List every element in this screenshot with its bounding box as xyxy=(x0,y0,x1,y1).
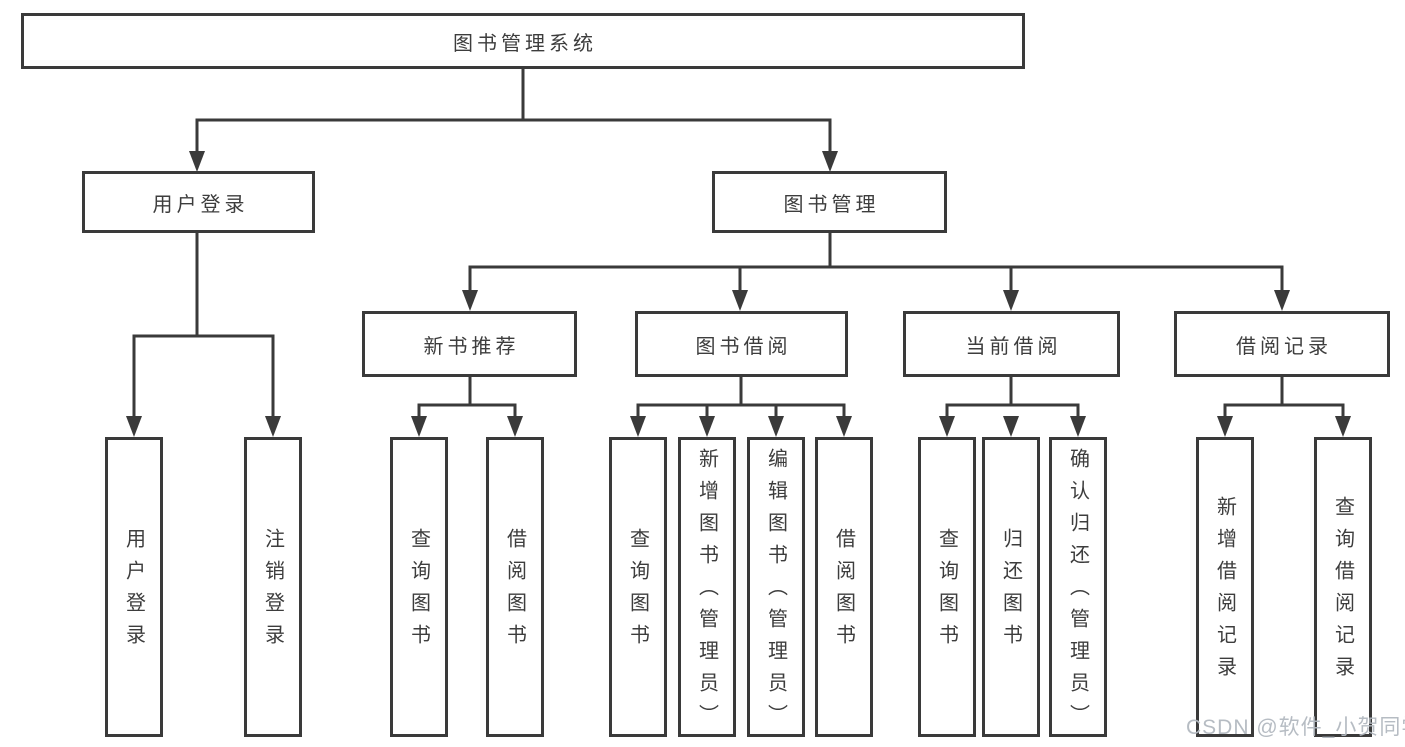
leaf-return-books: 归还图书 xyxy=(982,437,1040,737)
node-system-root: 图书管理系统 xyxy=(21,13,1025,69)
leaf-label: 查询图书 xyxy=(626,528,649,656)
leaf-query-borrow-record: 查询借阅记录 xyxy=(1314,437,1372,737)
node-current-borrow: 当前借阅 xyxy=(903,311,1120,377)
node-label: 用户登录 xyxy=(152,193,249,216)
leaf-label: 编辑图书（管理员） xyxy=(764,448,787,736)
leaf-label: 查询借阅记录 xyxy=(1331,496,1354,688)
node-user-login: 用户登录 xyxy=(82,171,315,233)
leaf-user-login: 用户登录 xyxy=(105,437,163,737)
leaf-add-borrow-record: 新增借阅记录 xyxy=(1196,437,1254,737)
node-borrow-records: 借阅记录 xyxy=(1174,311,1390,377)
leaf-label: 查询图书 xyxy=(407,528,430,656)
leaf-label: 借阅图书 xyxy=(832,528,855,656)
node-label: 图书管理系统 xyxy=(453,32,597,55)
leaf-label: 新增图书（管理员） xyxy=(695,448,718,736)
leaf-query-books: 查询图书 xyxy=(609,437,667,737)
leaf-logout: 注销登录 xyxy=(244,437,302,737)
leaf-label: 确认归还（管理员） xyxy=(1066,448,1089,736)
leaf-edit-books-admin: 编辑图书（管理员） xyxy=(747,437,805,737)
leaf-label: 查询图书 xyxy=(935,528,958,656)
leaf-label: 借阅图书 xyxy=(503,528,526,656)
node-label: 图书管理 xyxy=(783,193,880,216)
watermark: CSDN @软件_小贺同学 xyxy=(1186,716,1405,739)
leaf-confirm-return-admin: 确认归还（管理员） xyxy=(1049,437,1107,737)
leaf-add-books-admin: 新增图书（管理员） xyxy=(678,437,736,737)
leaf-label: 用户登录 xyxy=(122,528,145,656)
leaf-query-books: 查询图书 xyxy=(918,437,976,737)
node-label: 借阅记录 xyxy=(1236,335,1332,358)
leaf-label: 注销登录 xyxy=(261,528,284,656)
node-label: 当前借阅 xyxy=(965,335,1062,358)
leaf-query-books: 查询图书 xyxy=(390,437,448,737)
node-new-book-recommend: 新书推荐 xyxy=(362,311,577,377)
leaf-borrow-books: 借阅图书 xyxy=(815,437,873,737)
node-label: 新书推荐 xyxy=(423,335,520,358)
leaf-borrow-books: 借阅图书 xyxy=(486,437,544,737)
node-book-management: 图书管理 xyxy=(712,171,947,233)
leaf-label: 归还图书 xyxy=(999,528,1022,656)
leaf-label: 新增借阅记录 xyxy=(1213,496,1236,688)
node-book-borrow: 图书借阅 xyxy=(635,311,848,377)
node-label: 图书借阅 xyxy=(695,335,792,358)
